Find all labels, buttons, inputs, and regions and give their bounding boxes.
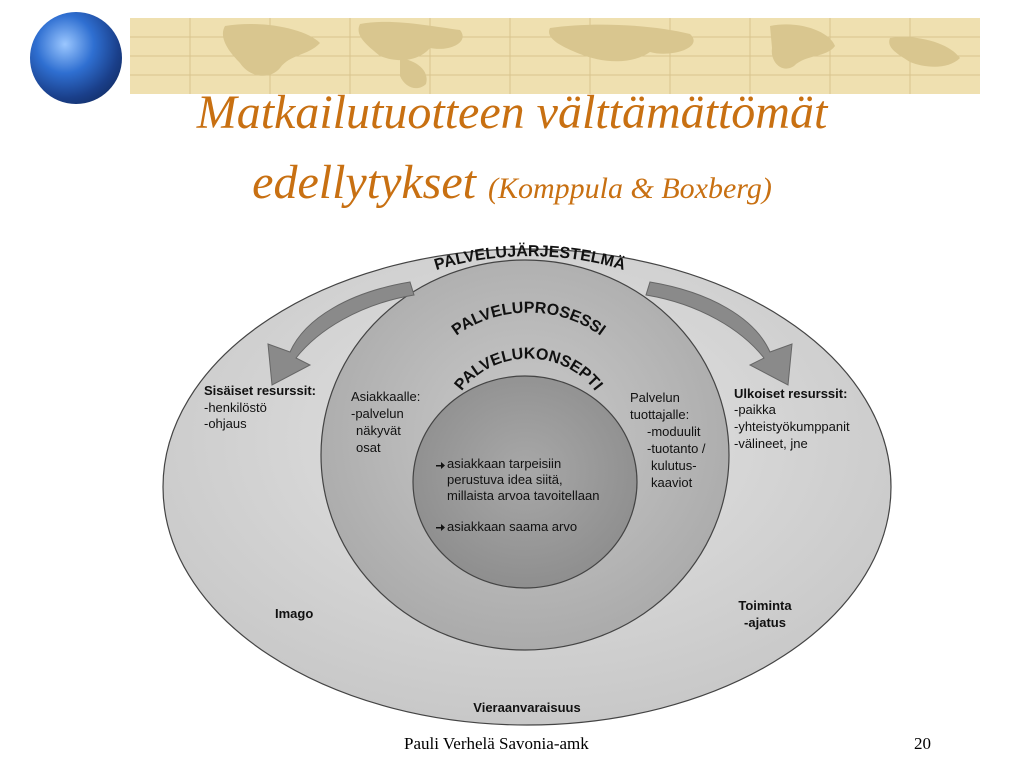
bullet-arrow-icon (436, 524, 445, 531)
footer-author: Pauli Verhelä Savonia-amk (404, 734, 589, 753)
bullet-arrow-icon (436, 462, 445, 469)
customer-side-line: osat (356, 440, 381, 455)
customer-side-line: näkyvät (356, 423, 401, 438)
concept-point-line: perustuva idea siitä, (447, 472, 563, 487)
external-resources-line: -välineet, jne (734, 436, 808, 451)
imago-label: Imago (275, 606, 313, 621)
hospitality-label: Vieraanvaraisuus (473, 700, 580, 715)
producer-side-line: -moduulit (647, 424, 701, 439)
internal-resources-line: -henkilöstö (204, 400, 267, 415)
concept-point-line: millaista arvoa tavoitellaan (447, 488, 599, 503)
external-resources-line: -yhteistyökumppanit (734, 419, 850, 434)
slide-title-line1: Matkailutuotteen välttämättömät (196, 86, 828, 139)
left-curved-arrow (267, 281, 415, 386)
internal-resources-title: Sisäiset resurssit: (204, 383, 316, 398)
customer-side-line: -palvelun (351, 406, 404, 421)
toiminta-label-line: Toiminta (738, 598, 792, 613)
producer-side-line: tuottajalle: (630, 407, 689, 422)
internal-resources-line: -ohjaus (204, 416, 247, 431)
inner-circle (412, 375, 638, 589)
producer-side-line: kulutus- (651, 458, 697, 473)
external-resources-title: Ulkoiset resurssit: (734, 386, 847, 401)
slide-title-source: (Komppula & Boxberg) (488, 172, 772, 205)
page-number: 20 (914, 734, 931, 753)
slide-title-main: edellytykset (252, 156, 476, 209)
world-map-icon (130, 18, 980, 94)
external-resources-line: -paikka (734, 402, 777, 417)
customer-side-line: Asiakkaalle: (351, 389, 420, 404)
globe-icon (30, 12, 122, 104)
world-map-banner (130, 18, 980, 94)
concept-point-line: asiakkaan tarpeisiin (447, 456, 561, 471)
producer-side-line: -tuotanto / (647, 441, 706, 456)
producer-side-line: Palvelun (630, 390, 680, 405)
producer-side-line: kaaviot (651, 475, 693, 490)
toiminta-label-line: -ajatus (744, 615, 786, 630)
right-curved-arrow (645, 281, 793, 386)
slide-title-line2: edellytykset (Komppula & Boxberg) (0, 156, 1024, 216)
concept-point-line: asiakkaan saama arvo (447, 519, 577, 534)
